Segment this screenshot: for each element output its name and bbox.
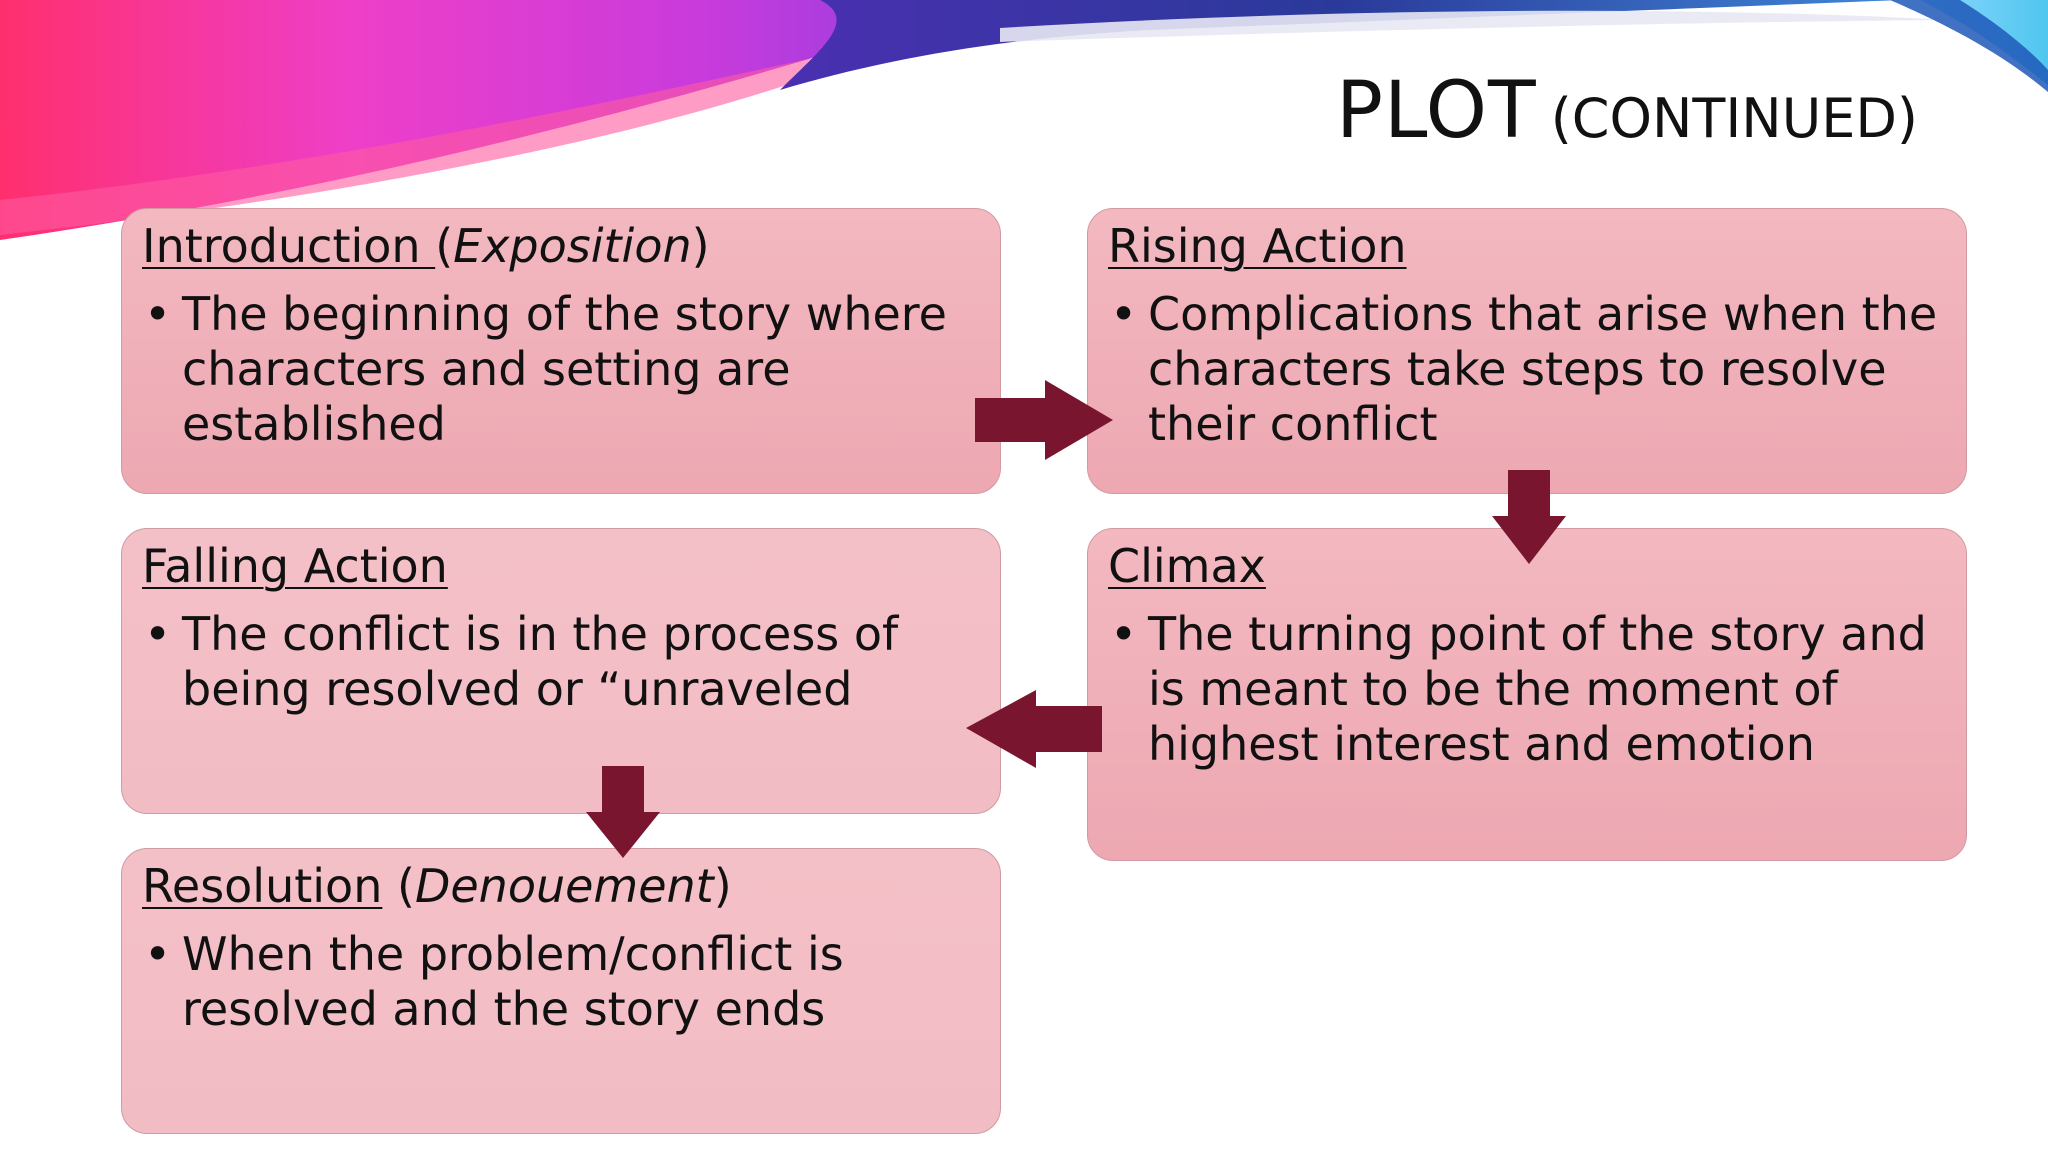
- resolution-bullets: •When the problem/conflict is resolved a…: [142, 927, 980, 1037]
- resolution-bullet-item: •When the problem/conflict is resolved a…: [142, 927, 980, 1037]
- introduction-box: Introduction (Exposition) •The beginning…: [121, 208, 1001, 494]
- falling-action-bullets: •The conflict is in the process of being…: [142, 607, 980, 717]
- arrow-down-icon: [1492, 470, 1566, 564]
- introduction-heading-label: Introduction: [142, 219, 436, 273]
- rising-action-bullet-text: Complications that arise when the charac…: [1148, 287, 1938, 452]
- introduction-paren-close: ): [691, 219, 710, 273]
- bullet-icon: •: [144, 607, 172, 662]
- ribbon-swoosh-decoration: [0, 0, 2048, 240]
- bullet-icon: •: [144, 287, 172, 342]
- introduction-bullets: •The beginning of the story where charac…: [142, 287, 980, 452]
- arrow-right-icon: [975, 380, 1113, 460]
- climax-heading-label: Climax: [1108, 539, 1266, 593]
- exposition-label: Exposition: [453, 219, 692, 273]
- resolution-heading-label: Resolution: [142, 859, 383, 913]
- falling-action-bullet-text: The conflict is in the process of being …: [182, 607, 899, 717]
- resolution-paren-open: (: [382, 859, 415, 913]
- rising-action-heading-label: Rising Action: [1108, 219, 1407, 273]
- resolution-paren-close: ): [713, 859, 732, 913]
- arrow-down-icon: [586, 766, 660, 858]
- climax-bullet-text: The turning point of the story and is me…: [1148, 607, 1927, 772]
- rising-action-heading: Rising Action: [1108, 219, 1946, 273]
- resolution-heading: Resolution (Denouement): [142, 859, 980, 913]
- introduction-bullet-text: The beginning of the story where charact…: [182, 287, 947, 452]
- bullet-icon: •: [1110, 607, 1138, 662]
- denouement-label: Denouement: [414, 859, 714, 913]
- introduction-heading: Introduction (Exposition): [142, 219, 980, 273]
- resolution-box: Resolution (Denouement) •When the proble…: [121, 848, 1001, 1134]
- bullet-icon: •: [144, 927, 172, 982]
- slide-title-suffix: (CONTINUED): [1550, 87, 1918, 150]
- rising-action-bullets: •Complications that arise when the chara…: [1108, 287, 1946, 452]
- climax-bullets: •The turning point of the story and is m…: [1108, 607, 1946, 772]
- slide-title: PLOT(CONTINUED): [1336, 72, 1918, 150]
- falling-action-bullet-item: •The conflict is in the process of being…: [142, 607, 980, 717]
- rising-action-box: Rising Action •Complications that arise …: [1087, 208, 1967, 494]
- introduction-bullet-item: •The beginning of the story where charac…: [142, 287, 980, 452]
- bullet-icon: •: [1110, 287, 1138, 342]
- introduction-paren-open: (: [435, 219, 454, 273]
- slide-title-main: PLOT: [1335, 66, 1537, 156]
- rising-action-bullet-item: •Complications that arise when the chara…: [1108, 287, 1946, 452]
- falling-action-box: Falling Action •The conflict is in the p…: [121, 528, 1001, 814]
- climax-bullet-item: •The turning point of the story and is m…: [1108, 607, 1946, 772]
- climax-box: Climax •The turning point of the story a…: [1087, 528, 1967, 861]
- falling-action-heading: Falling Action: [142, 539, 980, 593]
- climax-heading: Climax: [1108, 539, 1946, 593]
- resolution-bullet-text: When the problem/conflict is resolved an…: [182, 927, 844, 1037]
- falling-action-heading-label: Falling Action: [142, 539, 448, 593]
- arrow-left-icon: [966, 690, 1102, 768]
